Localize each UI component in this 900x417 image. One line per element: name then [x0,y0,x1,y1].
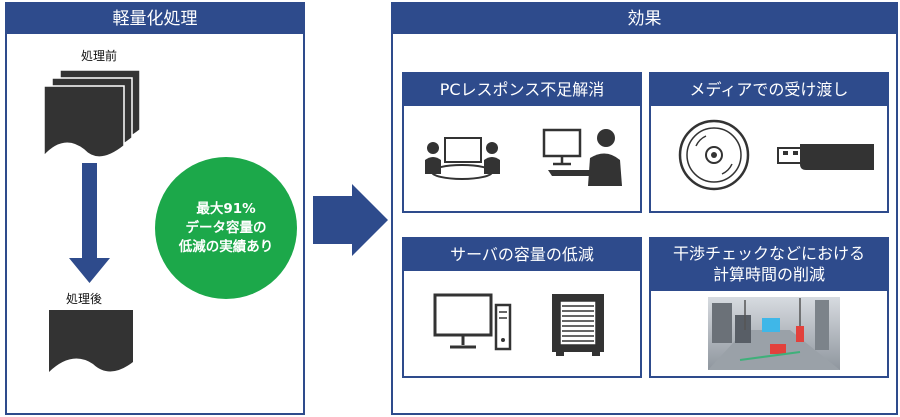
card-media-transfer-title: メディアでの受け渡し [651,74,887,106]
reduction-result-circle: 最大91% データ容量の 低減の実績あり [155,157,297,299]
card-pc-response-title: PCレスポンス不足解消 [404,74,640,106]
result-line-1: 最大91% [196,200,256,217]
result-line-3: 低減の実績あり [178,238,274,255]
card-calc-time-title-line-1: 干渉チェックなどにおける [672,244,865,263]
card-server-capacity-title: サーバの容量の低減 [404,239,640,271]
card-calc-time-title-line-2: 計算時間の削減 [712,265,825,284]
card-calc-time-title: 干渉チェックなどにおける 計算時間の削減 [651,239,887,291]
processing-panel-title: 軽量化処理 [7,4,303,34]
effect-panel-title: 効果 [393,4,896,34]
after-label: 処理後 [66,292,103,306]
before-label: 処理前 [81,49,118,63]
result-line-2: データ容量の [185,219,267,236]
card-media-transfer: メディアでの受け渡し [649,72,889,213]
